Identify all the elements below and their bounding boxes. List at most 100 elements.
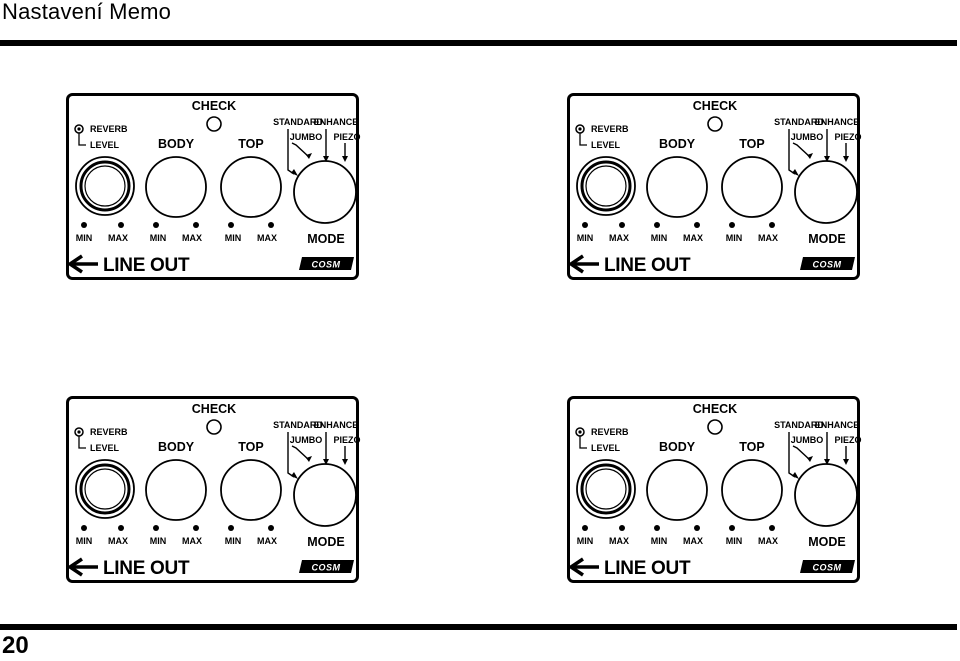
panel-outline xyxy=(66,396,359,583)
panel-drawing: CHECK REVERB LEVEL BODY TOP STANDARD ENH… xyxy=(567,396,862,583)
cosm-logo-text: COSM xyxy=(312,563,341,573)
control-panel-diagram: CHECK REVERB LEVEL BODY TOP STANDARD ENH… xyxy=(567,93,862,281)
mode-standard-label: STANDARD xyxy=(273,117,323,127)
cosm-logo-text: COSM xyxy=(813,260,842,270)
top-min-label: MIN xyxy=(726,536,743,546)
top-max-label: MAX xyxy=(758,233,778,243)
page-title: Nastavení Memo xyxy=(2,0,172,24)
body-label: BODY xyxy=(659,137,696,151)
mode-knob xyxy=(794,160,858,224)
panel-outline xyxy=(66,93,359,280)
mode-standard-label: STANDARD xyxy=(774,117,824,127)
top-max-label: MAX xyxy=(257,233,277,243)
reverb-label: REVERB xyxy=(591,427,629,437)
body-label: BODY xyxy=(158,440,195,454)
reverb-label: REVERB xyxy=(591,124,629,134)
reverb-max-label: MAX xyxy=(609,233,629,243)
mode-piezo-label: PIEZO xyxy=(333,435,360,445)
check-label: CHECK xyxy=(192,99,236,113)
reverb-min-label: MIN xyxy=(76,536,93,546)
mode-label: MODE xyxy=(808,232,846,246)
page-number: 20 xyxy=(2,632,29,659)
body-label: BODY xyxy=(659,440,696,454)
cosm-logo-text: COSM xyxy=(312,260,341,270)
arrow-left-icon xyxy=(66,557,98,577)
control-panel-diagram: CHECK REVERB LEVEL BODY TOP STANDARD ENH… xyxy=(66,93,361,281)
reverb-max-label: MAX xyxy=(108,233,128,243)
body-min-label: MIN xyxy=(651,536,668,546)
control-panel-diagram: CHECK REVERB LEVEL BODY TOP STANDARD ENH… xyxy=(66,396,361,584)
mode-enhance-label: ENHANCE xyxy=(815,117,860,127)
reverb-max-label: MAX xyxy=(108,536,128,546)
footer-rule xyxy=(0,624,957,630)
top-knob xyxy=(721,459,783,521)
mode-piezo-label: PIEZO xyxy=(333,132,360,142)
line-out-label: LINE OUT xyxy=(604,558,691,579)
mode-enhance-label: ENHANCE xyxy=(815,420,860,430)
top-label: TOP xyxy=(238,440,263,454)
cosm-logo: COSM xyxy=(800,560,855,573)
arrow-left-icon xyxy=(66,254,98,274)
top-min-label: MIN xyxy=(726,233,743,243)
body-label: BODY xyxy=(158,137,195,151)
mode-jumbo-label: JUMBO xyxy=(791,132,824,142)
mode-label: MODE xyxy=(307,535,345,549)
top-max-label: MAX xyxy=(758,536,778,546)
top-min-label: MIN xyxy=(225,233,242,243)
check-led-icon xyxy=(206,116,222,132)
check-label: CHECK xyxy=(192,402,236,416)
top-max-label: MAX xyxy=(257,536,277,546)
body-knob xyxy=(646,156,708,218)
body-max-label: MAX xyxy=(182,233,202,243)
mode-standard-label: STANDARD xyxy=(774,420,824,430)
cosm-logo-text: COSM xyxy=(813,563,842,573)
control-panel-diagram: CHECK REVERB LEVEL BODY TOP STANDARD ENH… xyxy=(567,396,862,584)
top-min-label: MIN xyxy=(225,536,242,546)
level-label: LEVEL xyxy=(591,140,621,150)
cosm-logo: COSM xyxy=(299,560,354,573)
check-label: CHECK xyxy=(693,99,737,113)
top-knob xyxy=(220,156,282,218)
reverb-label: REVERB xyxy=(90,427,128,437)
panel-drawing: CHECK REVERB LEVEL BODY TOP STANDARD ENH… xyxy=(66,93,361,280)
panel-drawing: CHECK REVERB LEVEL BODY TOP STANDARD ENH… xyxy=(66,396,361,583)
arrow-left-icon xyxy=(567,557,599,577)
mode-enhance-label: ENHANCE xyxy=(314,117,359,127)
cosm-logo: COSM xyxy=(800,257,855,270)
body-max-label: MAX xyxy=(683,536,703,546)
check-label: CHECK xyxy=(693,402,737,416)
reverb-min-label: MIN xyxy=(577,233,594,243)
body-knob xyxy=(145,459,207,521)
mode-label: MODE xyxy=(808,535,846,549)
mode-knob xyxy=(794,463,858,527)
reverb-max-label: MAX xyxy=(609,536,629,546)
reverb-label: REVERB xyxy=(90,124,128,134)
arrow-left-icon xyxy=(567,254,599,274)
mode-jumbo-label: JUMBO xyxy=(290,132,323,142)
body-max-label: MAX xyxy=(683,233,703,243)
mode-piezo-label: PIEZO xyxy=(834,132,861,142)
header-rule xyxy=(0,40,957,46)
line-out-label: LINE OUT xyxy=(103,255,190,276)
top-knob xyxy=(721,156,783,218)
check-led-icon xyxy=(707,116,723,132)
mode-piezo-label: PIEZO xyxy=(834,435,861,445)
body-knob xyxy=(145,156,207,218)
level-label: LEVEL xyxy=(90,443,120,453)
body-min-label: MIN xyxy=(150,233,167,243)
cosm-logo: COSM xyxy=(299,257,354,270)
body-max-label: MAX xyxy=(182,536,202,546)
reverb-min-label: MIN xyxy=(76,233,93,243)
top-label: TOP xyxy=(739,440,764,454)
body-min-label: MIN xyxy=(651,233,668,243)
mode-jumbo-label: JUMBO xyxy=(791,435,824,445)
mode-enhance-label: ENHANCE xyxy=(314,420,359,430)
mode-label: MODE xyxy=(307,232,345,246)
mode-knob xyxy=(293,463,357,527)
top-label: TOP xyxy=(739,137,764,151)
top-knob xyxy=(220,459,282,521)
check-led-icon xyxy=(707,419,723,435)
line-out-label: LINE OUT xyxy=(604,255,691,276)
mode-standard-label: STANDARD xyxy=(273,420,323,430)
reverb-min-label: MIN xyxy=(577,536,594,546)
